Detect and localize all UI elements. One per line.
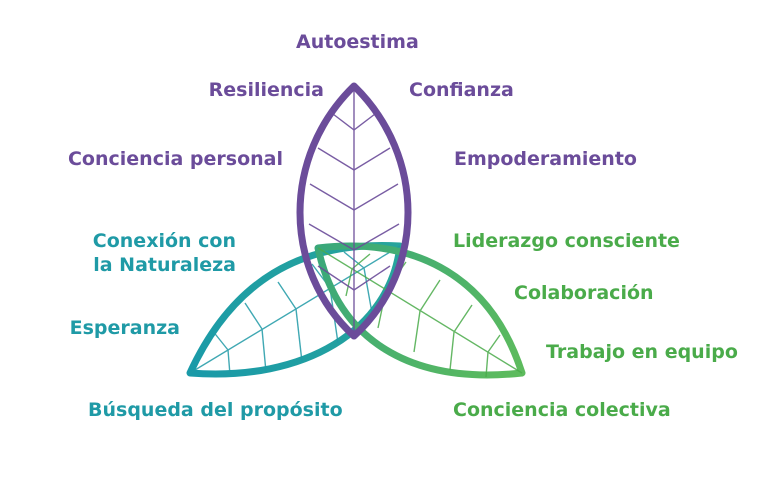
label-busqueda-del-proposito: Búsqueda del propósito xyxy=(88,399,343,421)
purple-leaf xyxy=(296,82,412,340)
green-leaf xyxy=(314,242,526,379)
label-liderazgo-consciente: Liderazgo consciente xyxy=(453,230,680,252)
label-la-naturaleza: la Naturaleza xyxy=(93,254,236,276)
label-esperanza: Esperanza xyxy=(69,317,180,339)
label-conexion-con: Conexión con xyxy=(92,230,236,252)
label-confianza: Confianza xyxy=(409,79,514,101)
label-autoestima: Autoestima xyxy=(296,31,419,53)
label-resiliencia: Resiliencia xyxy=(208,79,324,101)
label-empoderamiento: Empoderamiento xyxy=(454,148,637,170)
label-colaboracion: Colaboración xyxy=(514,282,654,304)
label-conciencia-personal: Conciencia personal xyxy=(67,148,283,170)
label-conciencia-colectiva: Conciencia colectiva xyxy=(453,399,671,421)
label-trabajo-en-equipo: Trabajo en equipo xyxy=(546,341,738,363)
